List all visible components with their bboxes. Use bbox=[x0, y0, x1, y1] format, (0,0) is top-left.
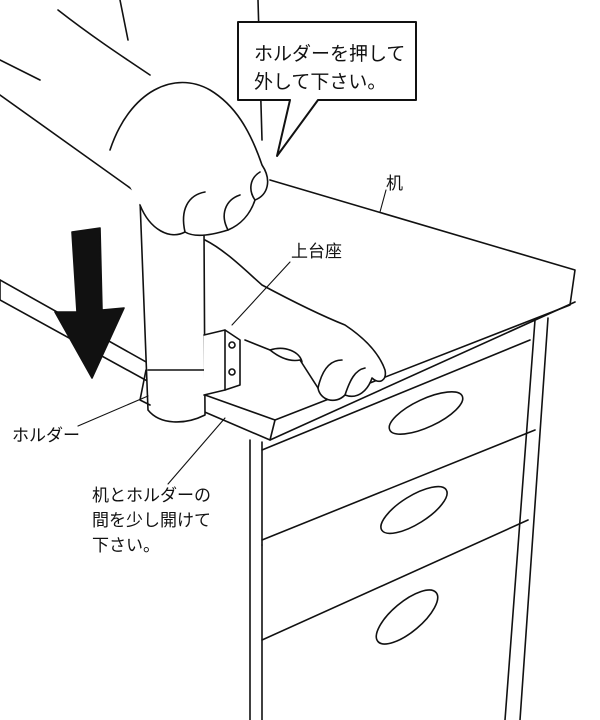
gap-note-line-1: 机とホルダーの bbox=[92, 486, 211, 506]
down-arrow-icon bbox=[54, 227, 125, 379]
upper-base-bracket bbox=[203, 329, 241, 396]
leader-lines bbox=[77, 189, 387, 485]
gap-note-line-3: 下さい。 bbox=[92, 536, 160, 556]
desk-label: 机 bbox=[386, 174, 403, 194]
upper-base-leader bbox=[231, 261, 291, 326]
gap-note: 机とホルダーの 間を少し開けて 下さい。 bbox=[92, 484, 211, 559]
holder-post bbox=[139, 199, 206, 423]
desk-leader bbox=[379, 189, 387, 213]
upper-base-label: 上台座 bbox=[291, 242, 342, 262]
speech-bubble bbox=[237, 21, 417, 157]
callout-line-2: 外して下さい。 bbox=[254, 71, 387, 93]
holder-leader bbox=[77, 395, 149, 427]
pushing-hand bbox=[109, 81, 269, 237]
holder-label: ホルダー bbox=[12, 426, 80, 446]
gap-note-line-2: 間を少し開けて bbox=[92, 511, 211, 531]
gap-leader bbox=[167, 417, 226, 485]
callout-line-1: ホルダーを押して bbox=[254, 43, 406, 65]
callout-text: ホルダーを押して 外して下さい。 bbox=[254, 40, 405, 96]
